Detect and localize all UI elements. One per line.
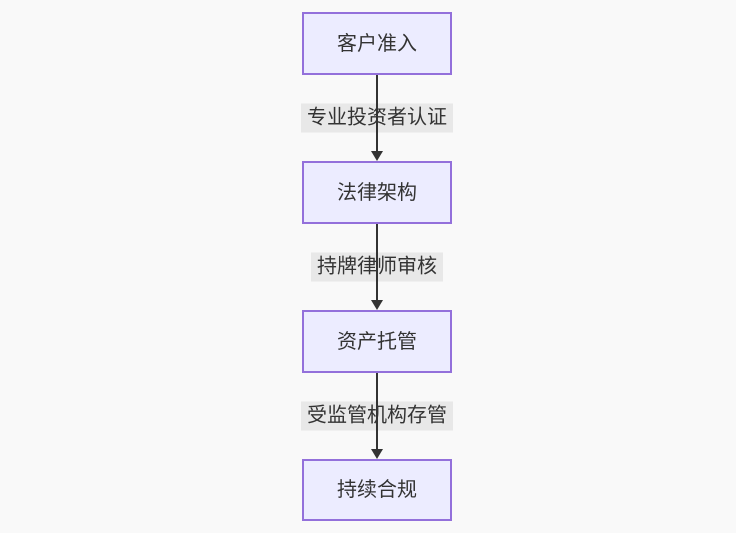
edge-line xyxy=(376,75,378,154)
flow-edge-3: 受监管机构存管 xyxy=(301,373,453,459)
arrowhead-down-icon xyxy=(371,151,383,161)
node-label: 法律架构 xyxy=(337,181,417,204)
flow-node-customer-access: 客户准入 xyxy=(302,12,452,75)
node-label: 客户准入 xyxy=(337,32,417,55)
flow-node-legal-structure: 法律架构 xyxy=(302,161,452,224)
arrowhead-down-icon xyxy=(371,300,383,310)
edge-line xyxy=(376,373,378,452)
flow-node-asset-custody: 资产托管 xyxy=(302,310,452,373)
flow-edge-2: 持牌律师审核 xyxy=(302,224,452,310)
edge-line xyxy=(376,224,378,303)
node-label: 资产托管 xyxy=(337,330,417,353)
flow-edge-1: 专业投资者认证 xyxy=(301,75,453,161)
flow-column: 客户准入 专业投资者认证 法律架构 持牌律师审核 资产托管 受监管机构存管 xyxy=(301,12,453,521)
arrowhead-down-icon xyxy=(371,449,383,459)
flow-node-ongoing-compliance: 持续合规 xyxy=(302,459,452,521)
node-label: 持续合规 xyxy=(337,479,417,501)
